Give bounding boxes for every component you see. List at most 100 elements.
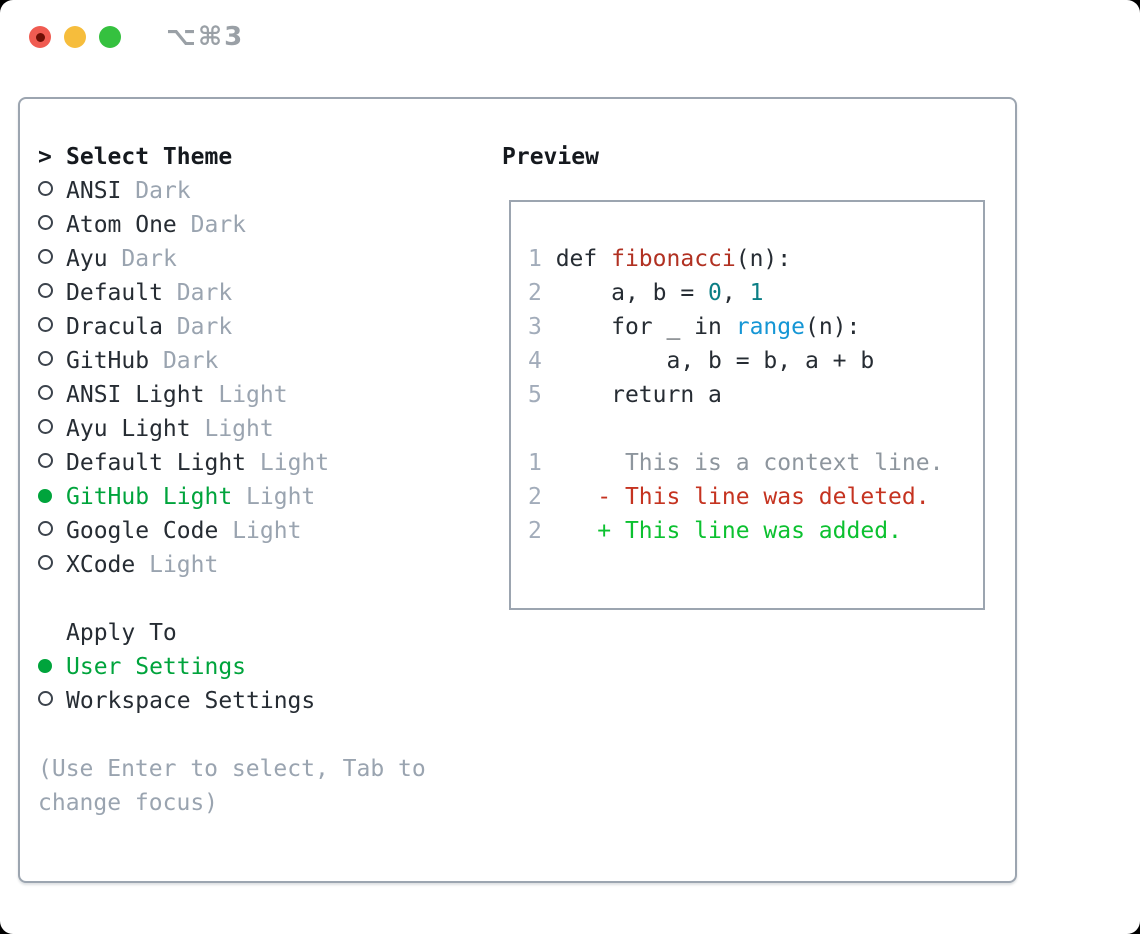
line-number: 1 xyxy=(528,450,542,476)
select-theme-title: Select Theme xyxy=(66,144,233,170)
radio-icon xyxy=(38,514,66,548)
code-segment: 0 xyxy=(708,280,722,306)
code-segment xyxy=(542,484,597,510)
theme-option-default[interactable]: Default Dark xyxy=(38,276,426,310)
radio-icon xyxy=(38,276,66,310)
code-segment: This is a context line. xyxy=(541,450,944,476)
theme-name: Ayu Light xyxy=(66,416,191,442)
window-title: ⌥⌘3 xyxy=(166,22,245,52)
radio-icon xyxy=(38,310,66,344)
spacer xyxy=(38,718,426,752)
code-line: 3 for _ in range(n): xyxy=(528,310,983,344)
theme-name: GitHub xyxy=(66,348,150,374)
radio-icon xyxy=(38,548,66,582)
zoom-light-icon[interactable] xyxy=(99,26,121,48)
code-segment: - This line was deleted. xyxy=(597,484,930,510)
theme-variant-label: Dark xyxy=(135,178,191,204)
line-number: 3 xyxy=(528,314,542,340)
radio-icon xyxy=(38,446,66,480)
apply-option-label: Workspace Settings xyxy=(66,688,316,714)
theme-variant-label: Light xyxy=(246,484,316,510)
radio-icon xyxy=(38,684,66,718)
apply-option-user-settings[interactable]: User Settings xyxy=(38,650,426,684)
code-line: 1 def fibonacci(n): xyxy=(528,242,983,276)
code-segment: for _ in xyxy=(541,314,736,340)
theme-name: XCode xyxy=(66,552,136,578)
line-number: 2 xyxy=(528,484,542,510)
theme-option-github-light[interactable]: GitHub Light Light xyxy=(38,480,426,514)
theme-name: Default Light xyxy=(66,450,247,476)
apply-option-label: User Settings xyxy=(66,654,247,680)
theme-option-dracula[interactable]: Dracula Dark xyxy=(38,310,426,344)
theme-option-ansi-light[interactable]: ANSI Light Light xyxy=(38,378,426,412)
line-number: 1 xyxy=(528,246,542,272)
theme-option-xcode[interactable]: XCode Light xyxy=(38,548,426,582)
theme-option-default-light[interactable]: Default Light Light xyxy=(38,446,426,480)
close-light-icon[interactable] xyxy=(29,26,51,48)
theme-option-github[interactable]: GitHub Dark xyxy=(38,344,426,378)
code-segment: a, b = xyxy=(541,280,709,306)
code-line: 4 a, b = b, a + b xyxy=(528,344,983,378)
theme-name: GitHub Light xyxy=(66,484,233,510)
radio-selected-icon xyxy=(38,650,66,684)
code-segment xyxy=(542,518,597,544)
code-segment: + This line was added. xyxy=(597,518,902,544)
select-theme-header: >Select Theme xyxy=(38,140,426,174)
diff-line: 1 This is a context line. xyxy=(528,446,983,480)
radio-selected-icon xyxy=(38,480,66,514)
theme-name: Google Code xyxy=(66,518,219,544)
line-number: 4 xyxy=(528,348,542,374)
radio-icon xyxy=(38,208,66,242)
theme-option-ayu-light[interactable]: Ayu Light Light xyxy=(38,412,426,446)
code-segment: 1 xyxy=(749,280,764,306)
radio-icon xyxy=(38,378,66,412)
theme-option-atom-one[interactable]: Atom One Dark xyxy=(38,208,426,242)
code-line: 5 return a xyxy=(528,378,983,412)
theme-variant-label: Dark xyxy=(176,280,233,306)
radio-icon xyxy=(38,242,66,276)
theme-variant-label: Dark xyxy=(121,246,177,272)
spacer xyxy=(38,582,426,616)
hint-text-line: (Use Enter to select, Tab to xyxy=(38,756,426,782)
apply-option-workspace-settings[interactable]: Workspace Settings xyxy=(38,684,426,718)
theme-variant-label: Light xyxy=(232,518,302,544)
code-segment: fibonacci xyxy=(611,246,736,272)
titlebar: ⌥⌘3 xyxy=(0,0,1140,97)
code-line: 2 a, b = 0, 1 xyxy=(528,276,983,310)
theme-name: Dracula xyxy=(66,314,163,340)
code-segment: (n): xyxy=(735,246,792,272)
theme-variant-label: Dark xyxy=(176,314,233,340)
radio-icon xyxy=(38,174,66,208)
apply-to-title: Apply To xyxy=(66,620,177,646)
line-number: 2 xyxy=(528,280,542,306)
theme-name: Default xyxy=(66,280,163,306)
theme-variant-label: Dark xyxy=(190,212,247,238)
theme-name: ANSI Light xyxy=(66,382,205,408)
code-segment: range xyxy=(735,314,805,340)
minimize-light-icon[interactable] xyxy=(64,26,86,48)
theme-variant-label: Light xyxy=(204,416,274,442)
code-segment: def xyxy=(541,246,612,272)
code-segment: return a xyxy=(541,382,722,408)
preview-header: Preview xyxy=(502,144,599,170)
diff-line: 2 + This line was added. xyxy=(528,514,983,548)
theme-name: Atom One xyxy=(66,212,177,238)
code-segment: (n): xyxy=(804,314,861,340)
theme-variant-label: Light xyxy=(259,450,330,476)
code-segment: , xyxy=(721,280,750,306)
theme-variant-label: Light xyxy=(218,382,288,408)
theme-option-google-code[interactable]: Google Code Light xyxy=(38,514,426,548)
theme-option-ayu[interactable]: Ayu Dark xyxy=(38,242,426,276)
theme-variant-label: Dark xyxy=(162,348,219,374)
theme-option-ansi[interactable]: ANSI Dark xyxy=(38,174,426,208)
diff-line: 2 - This line was deleted. xyxy=(528,480,983,514)
line-number: 2 xyxy=(528,518,542,544)
theme-name: ANSI xyxy=(66,178,122,204)
radio-icon xyxy=(38,344,66,378)
